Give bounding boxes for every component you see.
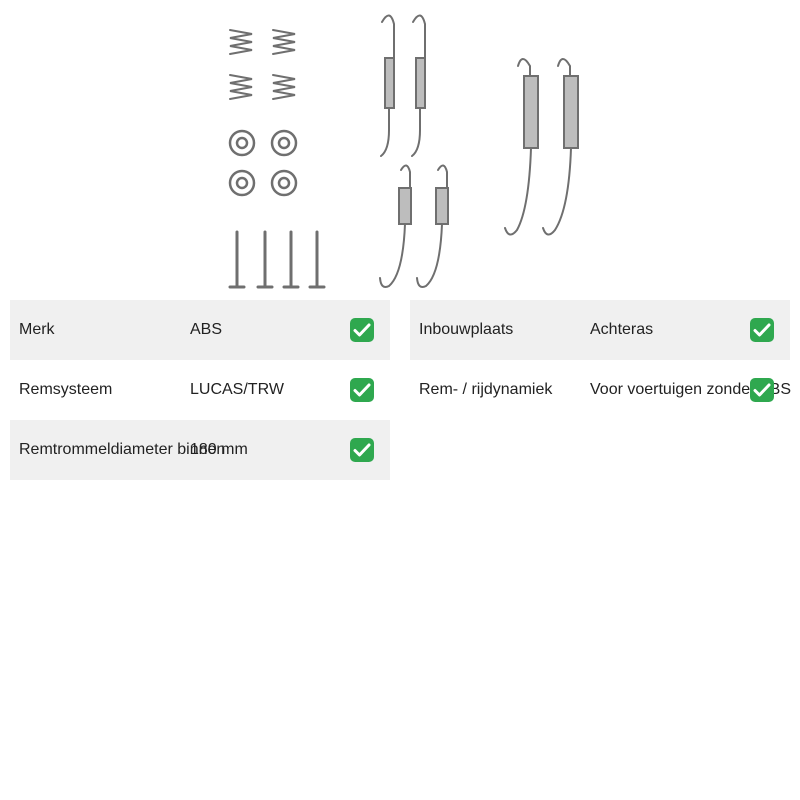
check-icon	[750, 378, 774, 402]
spec-row-remtrommeldiameter: Remtrommeldiameter binnen 180 mm	[10, 420, 390, 480]
spec-row-merk: Merk ABS	[10, 300, 390, 360]
spec-value: Achteras	[590, 321, 654, 338]
spec-label: Rem- / rijdynamiek	[419, 381, 553, 398]
check-icon	[350, 378, 374, 402]
short-tension-springs	[379, 164, 449, 288]
spec-label: Merk	[19, 321, 55, 338]
check-icon	[750, 318, 774, 342]
spec-value: 180 mm	[190, 441, 248, 458]
spec-label: Inbouwplaats	[419, 321, 514, 338]
spec-value: LUCAS/TRW	[190, 381, 284, 398]
spec-table-left: Merk ABS Remsysteem LUCAS/TRW Remtrommel…	[10, 300, 390, 480]
spec-value: ABS	[190, 321, 223, 338]
compression-springs	[229, 29, 296, 100]
spec-table-right: Inbouwplaats Achteras Rem- / rijdynamiek…	[410, 300, 792, 420]
return-springs	[504, 58, 579, 236]
long-tension-springs	[380, 14, 426, 157]
hold-down-pins	[228, 230, 326, 289]
spec-row-rijdynamiek: Rem- / rijdynamiek Voor voertuigen zonde…	[410, 360, 792, 420]
brake-shoe-accessory-kit-icon	[228, 14, 579, 289]
check-icon	[350, 318, 374, 342]
spec-row-inbouwplaats: Inbouwplaats Achteras	[410, 300, 790, 360]
spec-label: Remtrommeldiameter binnen	[19, 441, 226, 458]
retaining-washers	[228, 129, 298, 197]
spec-label: Remsysteem	[19, 381, 113, 398]
spec-value: Voor voertuigen zonder ABS	[590, 381, 792, 398]
check-icon	[350, 438, 374, 462]
spec-row-remsysteem: Remsysteem LUCAS/TRW	[10, 360, 390, 420]
product-image	[228, 14, 579, 289]
